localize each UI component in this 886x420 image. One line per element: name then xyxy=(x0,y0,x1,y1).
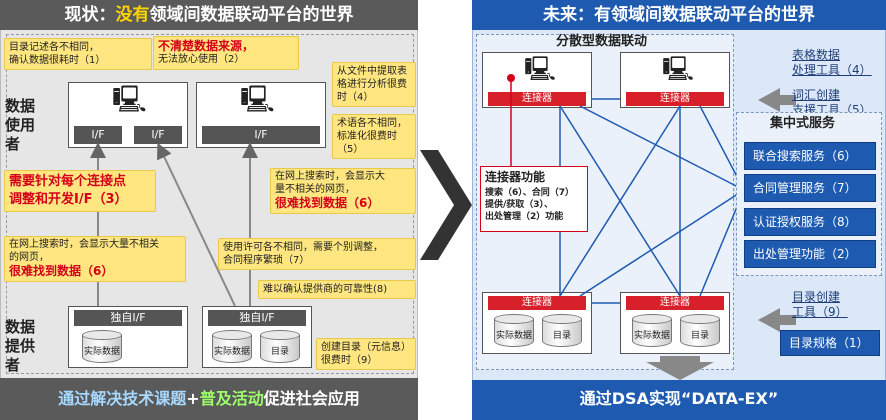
dist-label: 分散型数据联动 xyxy=(556,34,648,49)
connector-func-title: 连接器功能 xyxy=(485,170,546,184)
r-db-actual-1: 实际数据 xyxy=(494,314,534,350)
left-header-rest: 领域间数据联动平台的世界 xyxy=(149,5,354,25)
if-bar-2: I/F xyxy=(202,126,320,144)
r-db-catalog-1: 目录 xyxy=(542,314,582,350)
r-connector-prov-1: 连接器 xyxy=(488,296,586,310)
note-license: 使用许可各不相同，需要个别调整， 合同程序繁琐（7） xyxy=(218,238,416,270)
user-person-icon-1: 🖳 xyxy=(112,85,147,115)
right-footer: 通过DSA实现“DATA-EX” xyxy=(472,380,886,420)
service-provenance: 出处管理功能（2） xyxy=(744,240,876,268)
func-pointer-dot xyxy=(507,74,515,82)
note-create-catalog: 创建目录（元信息） 很费时（9） xyxy=(316,338,416,370)
user-person-icon-2: 🖳 xyxy=(240,85,275,115)
note-catalog-differs: 目录记述各不相同， 确认数据很耗时（1） xyxy=(4,38,152,70)
if-bar-1a: I/F xyxy=(74,126,122,144)
r-connector-user-1: 连接器 xyxy=(488,92,586,106)
down-arrow xyxy=(646,356,714,380)
tool-arrow-1 xyxy=(758,88,796,112)
r-db-catalog-2: 目录 xyxy=(680,314,720,350)
note-source-unknown-red: 不清楚数据来源， xyxy=(158,39,255,53)
footer-part-c: 促进社会应用 xyxy=(263,389,360,408)
note-search-left: 在网上搜索时，会显示大量不相关 的网页， 很难找到数据（6） xyxy=(4,236,186,282)
left-footer: 通过解决技术课题+普及活动促进社会应用 xyxy=(0,378,418,420)
note-search-right-text: 在网上搜索时，会显示大 量不相关的网页， xyxy=(275,171,385,195)
db-actual-left-2: 实际数据 xyxy=(212,330,252,366)
left-header-prefix: 现状： xyxy=(64,5,116,25)
user-label: 数据 使用者 xyxy=(5,97,36,153)
note-reliability: 难以确认提供商的可靠性(8) xyxy=(258,280,416,299)
db-catalog-left: 目录 xyxy=(260,330,300,366)
service-contract-mgmt: 合同管理服务（7） xyxy=(744,174,876,202)
service-federated-search: 联合搜索服务（6） xyxy=(744,142,876,170)
tool-table-processing: 表格数据 处理工具（4） xyxy=(792,48,872,77)
tool-catalog-spec: 目录规格（1） xyxy=(780,330,880,356)
mesh-line-4 xyxy=(559,105,681,297)
note-source-unknown-text: 无法放心使用（2） xyxy=(158,54,245,65)
note-search-left-text: 在网上搜索时，会显示大量不相关 的网页， xyxy=(9,239,159,263)
mesh-line-9 xyxy=(579,105,745,191)
note-source-unknown: 不清楚数据来源， 无法放心使用（2） xyxy=(153,36,299,70)
central-label: 集中式服务 xyxy=(770,116,836,131)
footer-part-a: 通过解决技术课题 xyxy=(58,389,187,408)
note-search-right-red: 很难找到数据（6） xyxy=(275,196,380,210)
note-extract-tables: 从文件中提取表 格进行分析很费 时（4） xyxy=(332,62,416,107)
mesh-line-10 xyxy=(579,189,745,297)
provider-label: 数据 提供者 xyxy=(5,318,36,374)
tool-catalog-create: 目录创建 工具（9） xyxy=(792,290,848,319)
tool-arrow-2 xyxy=(758,308,796,332)
right-header: 未来：有领域间数据联动平台的世界 xyxy=(472,0,886,30)
own-if-bar-2: 独自I/F xyxy=(208,310,306,326)
left-header: 现状：没有领域间数据联动平台的世界 xyxy=(0,0,418,30)
r-connector-user-2: 连接器 xyxy=(626,92,724,106)
note-terms-differ: 术语各不相同， 标准化很费时 （5） xyxy=(332,114,416,159)
footer-plus: + xyxy=(186,389,200,408)
note-search-right: 在网上搜索时，会显示大 量不相关的网页， 很难找到数据（6） xyxy=(270,168,416,214)
db-actual-left-1: 实际数据 xyxy=(82,330,122,366)
arrow-left-2 xyxy=(157,142,236,307)
r-db-actual-2: 实际数据 xyxy=(632,314,672,350)
connector-func-box: 连接器功能 搜索（6）、合同（7） 提供/获取（3）、 出处管理（2）功能 xyxy=(480,166,588,232)
own-if-bar-1: 独自I/F xyxy=(74,310,182,326)
transition-arrow xyxy=(420,150,472,260)
r-user-icon-2: 🖳 xyxy=(662,55,695,83)
note-search-left-red: 很难找到数据（6） xyxy=(9,264,114,278)
connector-func-body: 搜索（6）、合同（7） 提供/获取（3）、 出处管理（2）功能 xyxy=(485,188,575,222)
note-if-adjust: 需要针对每个连接点 调整和开发I/F（3） xyxy=(4,170,156,212)
left-header-red: 没有 xyxy=(115,5,150,25)
service-auth: 认证授权服务（8） xyxy=(744,208,876,236)
r-user-icon-1: 🖳 xyxy=(524,55,557,83)
r-connector-prov-2: 连接器 xyxy=(626,296,724,310)
footer-part-b: 普及活动 xyxy=(199,389,264,408)
if-bar-1b: I/F xyxy=(134,126,182,144)
